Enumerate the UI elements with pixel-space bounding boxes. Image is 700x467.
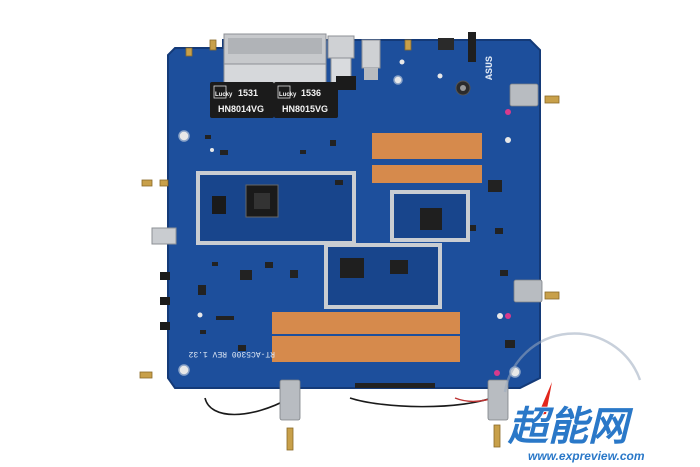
power-jack-base [364,68,378,80]
power-jack [361,39,381,69]
shield-frame-wifi-1 [390,190,470,242]
magnetics-brand: Lucky [215,92,233,98]
copper-pad [372,165,482,183]
copper-pad [272,312,460,334]
board-model-revision: RT-AC5300 REV 1.32 [188,349,275,358]
shield-frame-soc [196,171,356,245]
switch-knob [468,32,476,62]
magnetics-chip-2: Lucky 1536 HN8015VG [274,82,338,118]
mounting-hole [393,75,403,85]
copper-pad [372,133,482,159]
led-indicators [197,59,511,319]
copper-pad [272,336,460,362]
side-button [160,297,170,305]
capacitor [460,85,466,91]
shield-frame-wifi-2 [324,243,442,309]
antenna-connectors [139,39,560,451]
watermark-site-name: 超能网 [507,404,634,450]
side-usb-port [151,227,177,245]
ethernet-ports [223,33,327,85]
vendor-logo: ASUS [485,56,496,80]
mounting-hole [178,130,190,142]
magnetics-brand: Lucky [279,92,297,98]
watermark-gauge-arc [503,332,642,393]
magnetics-lot: 1531 [238,88,258,98]
magnetics-part: HN8015VG [282,104,328,114]
watermark-url: www.expreview.com [528,449,645,463]
side-button [160,322,170,330]
mounting-hole [178,364,190,376]
small-ic [336,76,356,90]
side-button [160,272,170,280]
watermark-needle [538,382,552,415]
magnetics-lot: 1536 [301,88,321,98]
site-watermark: 超能网 www.expreview.com [503,332,645,463]
magnetics-chip-1: Lucky 1531 HN8014VG [210,82,274,118]
pink-connectors [494,109,511,376]
magnetics-part: HN8014VG [218,104,264,114]
smd-components [198,135,515,388]
rf-housings [279,83,543,421]
antenna-cable-left [204,397,291,416]
reset-button [438,38,454,50]
